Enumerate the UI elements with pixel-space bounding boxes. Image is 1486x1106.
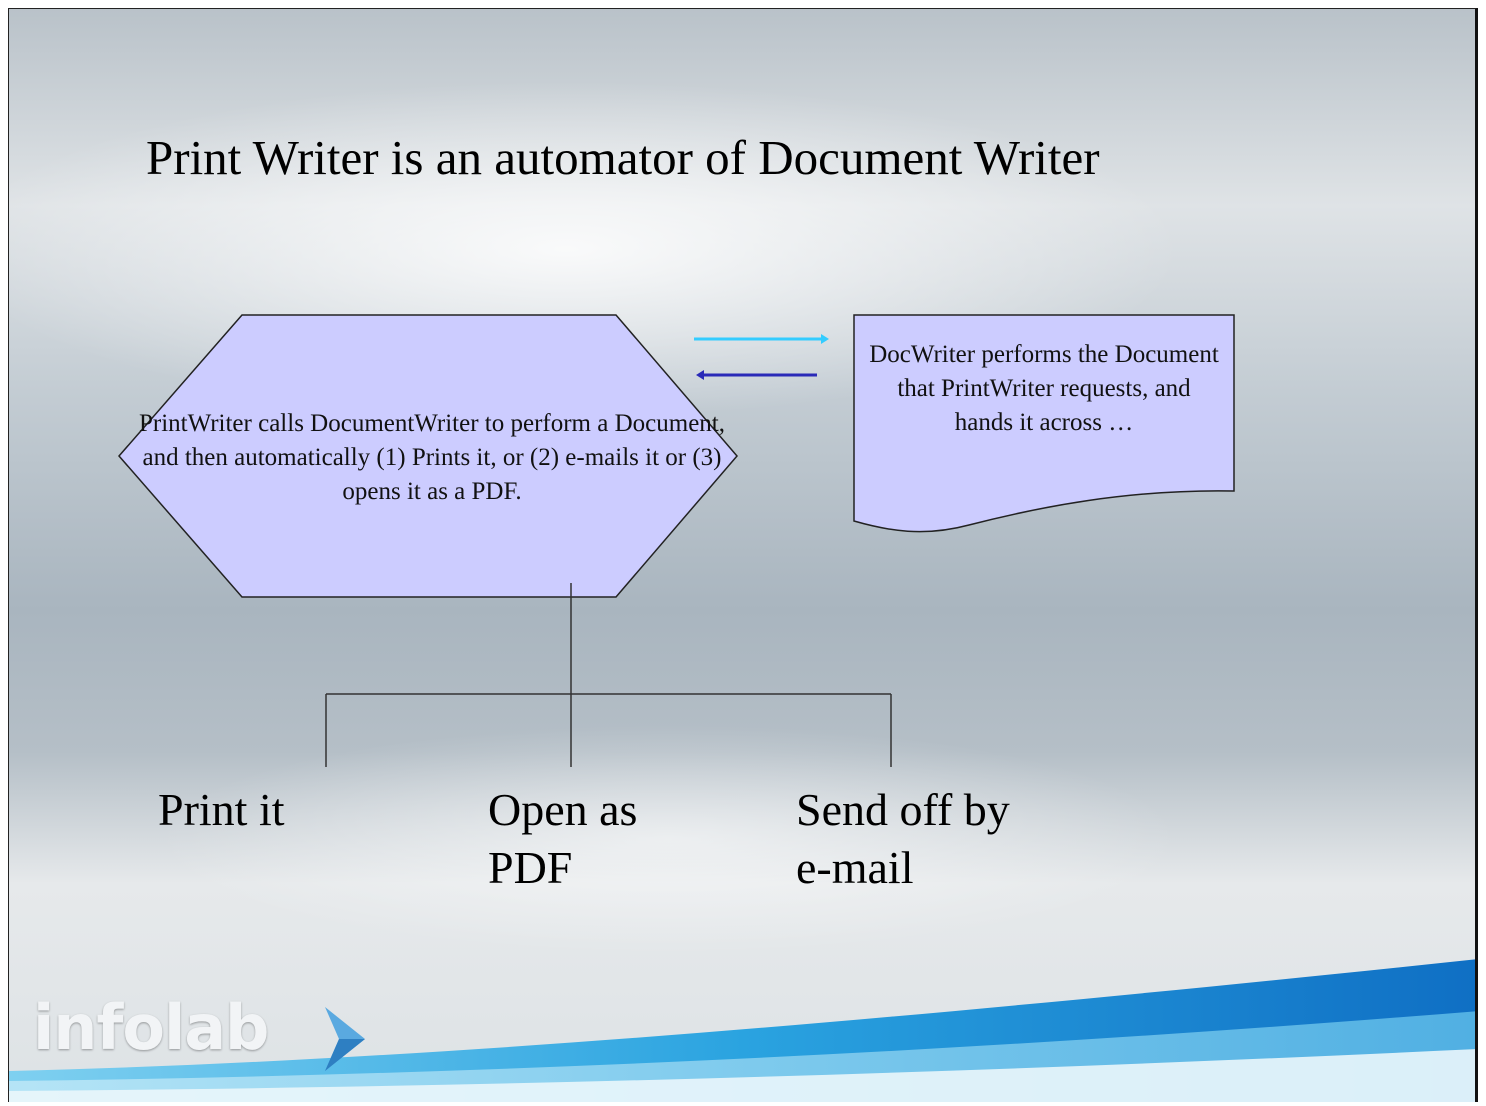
document-shape	[853, 314, 1235, 533]
hexagon-label: PrintWriter calls DocumentWriter to perf…	[139, 410, 725, 505]
outcome-print: Print it	[158, 784, 285, 835]
flow-diagram	[9, 314, 1475, 1102]
outcome-open-pdf: Open as PDF	[488, 784, 638, 893]
logo-arrow-icon	[325, 1007, 365, 1071]
outcome-send-email: Send off by e-mail	[796, 784, 1010, 893]
infolab-logo: infolab	[33, 991, 269, 1064]
branch-connector	[325, 583, 892, 767]
slide: Print Writer is an automator of Document…	[8, 8, 1478, 1102]
slide-title: Print Writer is an automator of Document…	[146, 130, 1100, 185]
return-arrow	[696, 370, 817, 380]
request-arrow	[694, 334, 829, 344]
document-label: DocWriter performs the Document that Pri…	[869, 341, 1219, 436]
process-hexagon	[118, 314, 738, 598]
